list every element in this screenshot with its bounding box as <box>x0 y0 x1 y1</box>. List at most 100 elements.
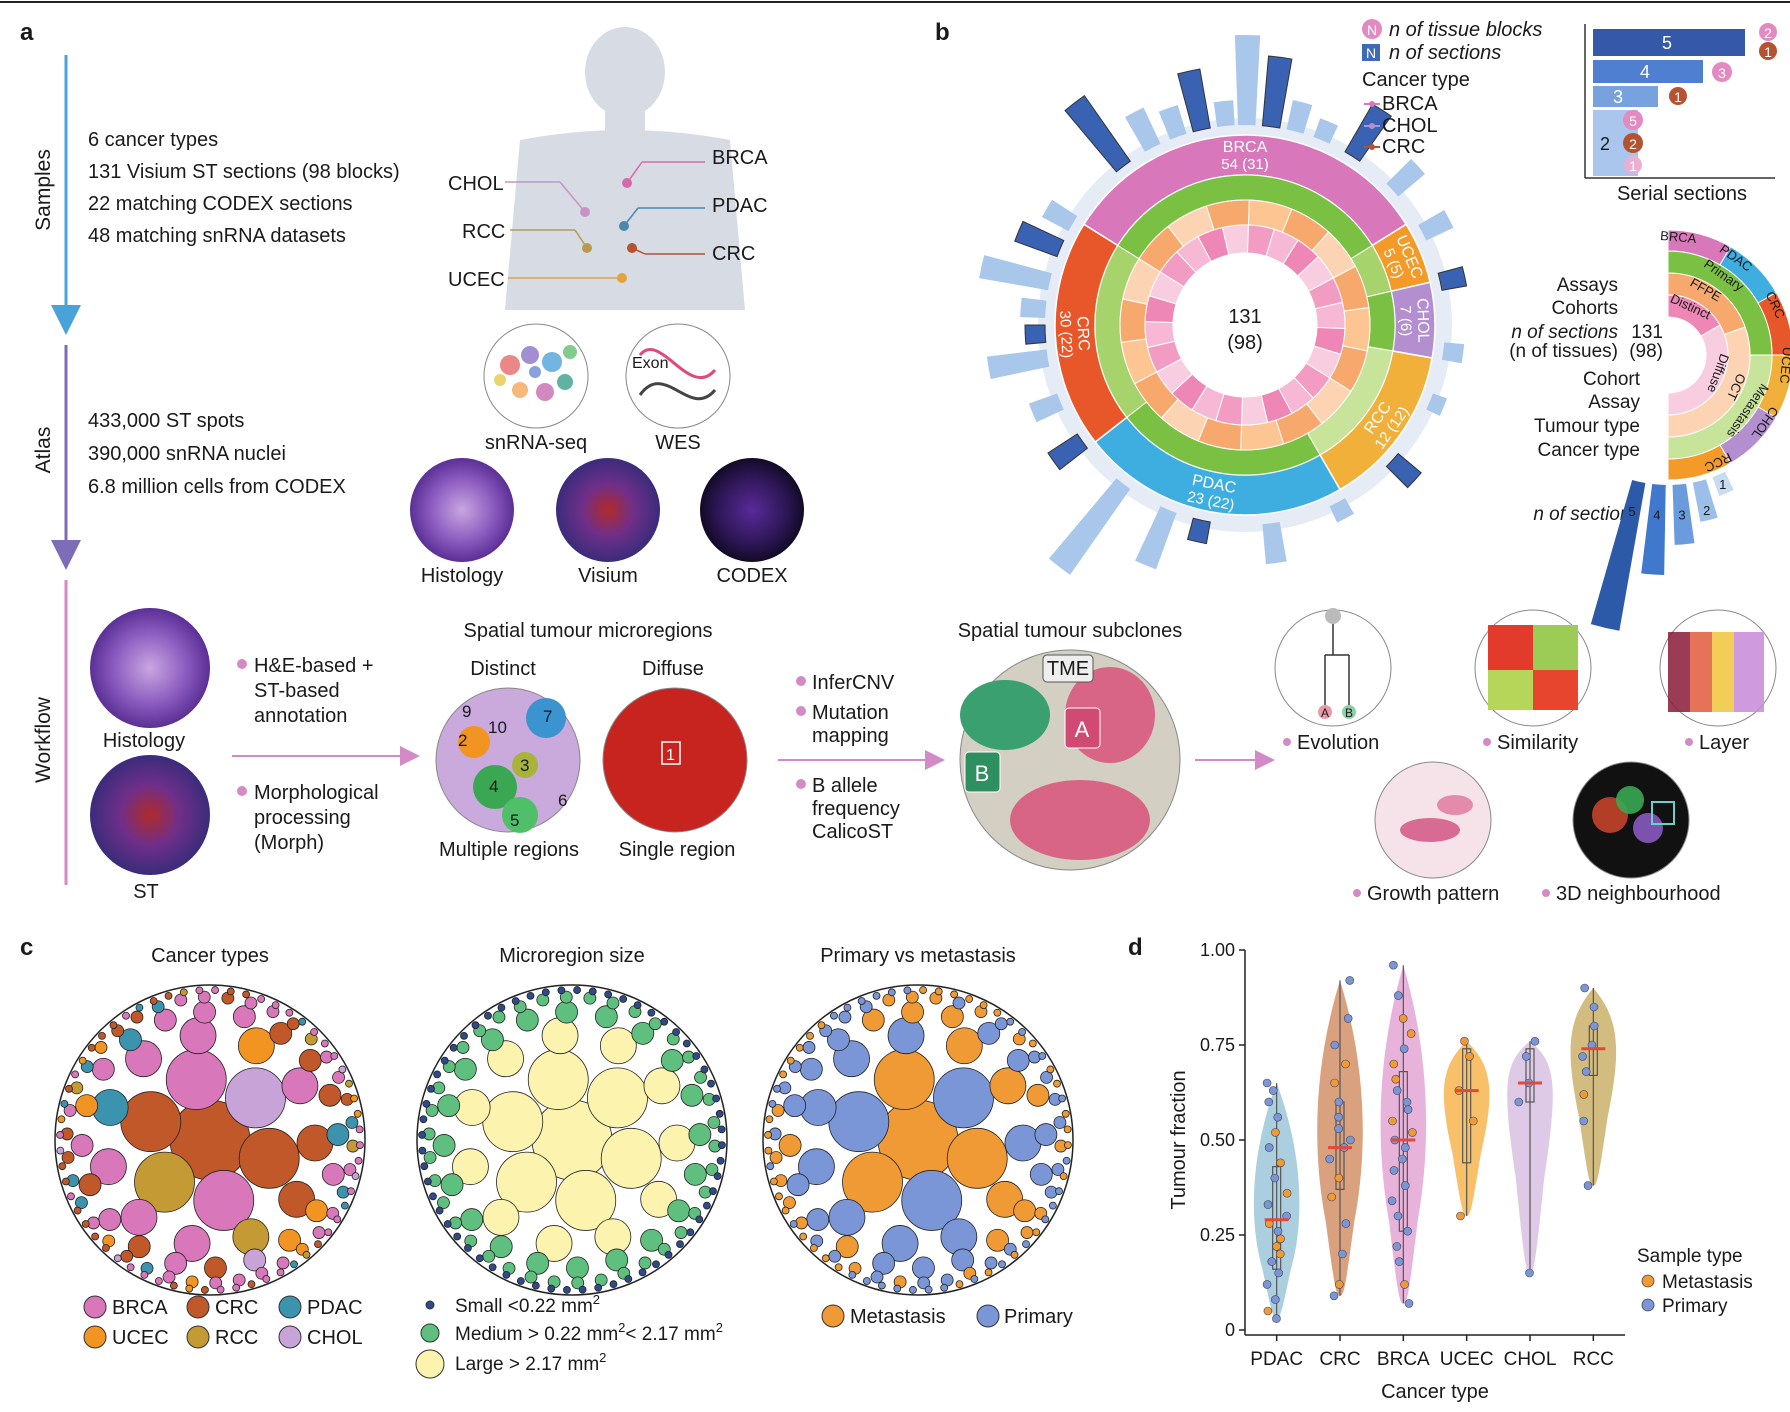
legend-cancer-type: Cancer type <box>1362 69 1470 91</box>
pack-circle <box>460 1032 468 1040</box>
sunburst-section-bar <box>1213 100 1235 127</box>
pack-circle <box>1022 1240 1030 1248</box>
violin-point <box>1273 1226 1283 1236</box>
pack-circle <box>970 1275 979 1283</box>
pack-circle <box>828 1091 890 1153</box>
key-ring-label: UCEC <box>1777 346 1790 384</box>
pack-circle <box>912 1256 935 1280</box>
legend-size-small: Small <0.22 mm2 <box>455 1292 600 1317</box>
pack-title-1: Cancer types <box>151 945 269 967</box>
legend-cancer-chol: CHOL <box>307 1327 363 1349</box>
pack-circle <box>527 1049 589 1110</box>
pack-circle <box>952 996 966 1010</box>
pack-circle <box>162 1270 176 1284</box>
pack-circle <box>471 1021 480 1030</box>
pack-circle <box>828 1249 842 1263</box>
violin-point <box>1275 1249 1285 1259</box>
serial-circle-6: 2 <box>1629 136 1637 152</box>
diffuse-label: Diffuse <box>642 658 704 680</box>
pack-circle <box>778 1134 802 1157</box>
tree-leaf-b: B <box>1345 706 1353 720</box>
legend-size-medium: Medium > 0.22 mm2< 2.17 mm2 <box>455 1320 723 1345</box>
pack-circle <box>901 1000 924 1024</box>
sunburst-section-bar <box>1125 107 1161 152</box>
pack-circle <box>857 997 866 1005</box>
segment-label-name: BRCA <box>1223 139 1268 156</box>
pack-circle <box>830 1011 838 1020</box>
violin-point <box>1395 1257 1404 1266</box>
pack-circle <box>278 1228 301 1252</box>
pack-circle <box>779 1070 788 1079</box>
key-assays: Assays <box>1557 275 1618 296</box>
serial-bar-2-label: 2 <box>1600 134 1610 154</box>
pack-circle <box>350 1094 359 1103</box>
pack-circle <box>126 1263 135 1272</box>
pack-circle <box>764 1131 772 1139</box>
pack-circle <box>647 1008 656 1017</box>
x-tick-label: CRC <box>1319 1349 1360 1370</box>
pack-circle <box>555 1000 578 1024</box>
pack-circle <box>179 1017 217 1055</box>
pack-circle <box>1041 1215 1050 1224</box>
violin-point <box>1406 1029 1416 1038</box>
pack-circle <box>631 1021 655 1045</box>
violin-point <box>1460 1036 1469 1046</box>
pack-circle <box>893 1284 902 1293</box>
pack-circle <box>877 1281 886 1290</box>
pack-circle <box>209 1276 223 1290</box>
serial-sections-chart: 5 4 3 2 2 1 3 1 5 2 1 Serial sections <box>1584 23 1777 205</box>
pack-circle <box>432 1134 456 1157</box>
pack-circle <box>799 1057 823 1081</box>
segment-label-name: CHOL <box>1413 298 1431 343</box>
violin-point <box>1399 1044 1409 1054</box>
pack-circle <box>197 990 211 1004</box>
single-region-number: 1 <box>666 747 675 764</box>
pack-circle <box>781 1206 790 1215</box>
pack-circle <box>686 1228 695 1237</box>
violin-point <box>1272 1242 1281 1251</box>
panel-letter-c: c <box>20 934 33 961</box>
sunburst-section-bar <box>1386 158 1426 197</box>
violin-point <box>1389 1059 1399 1069</box>
legend-sections-symbol: N <box>1366 45 1376 61</box>
pack-circle <box>945 1027 983 1065</box>
violin-point <box>1272 1314 1281 1323</box>
pack-circle <box>1013 1199 1037 1223</box>
pack-circle <box>848 1270 857 1279</box>
pack-circle <box>113 1254 122 1263</box>
pack-circle <box>766 1162 775 1171</box>
pack-circle <box>993 1008 1002 1017</box>
key-section-bar-label: 4 <box>1653 508 1660 523</box>
y-tick-label: 0 <box>1225 1320 1235 1340</box>
violin-point <box>1408 1128 1417 1137</box>
sunburst-section-bar <box>1329 498 1354 523</box>
pack-circle <box>672 1028 680 1036</box>
region-num-9: 9 <box>462 702 471 721</box>
pack-circle <box>475 1254 484 1263</box>
key-section-bar <box>1672 483 1695 545</box>
pack-circle <box>276 1256 290 1270</box>
sunburst-section-bar <box>1047 433 1089 471</box>
pack-circle <box>452 1148 489 1186</box>
region-num-7: 7 <box>543 707 552 726</box>
stage-workflow: Workflow <box>32 696 55 783</box>
pack-circle <box>73 1206 82 1215</box>
pack-circle <box>712 1094 721 1103</box>
pack-circle <box>526 991 535 1000</box>
pack-circle <box>773 1084 781 1093</box>
pack-circle <box>164 991 173 1000</box>
key-section-bar-label: 5 <box>1628 504 1635 519</box>
pack-circle <box>61 1177 70 1186</box>
pack-circle <box>775 1192 783 1201</box>
pack-circle <box>587 1067 648 1129</box>
growth-pattern-label: Growth pattern <box>1367 883 1499 905</box>
pack-circle <box>515 1008 539 1032</box>
violin-point <box>1343 1014 1353 1023</box>
pack-circle <box>298 1049 322 1072</box>
violin-point <box>1263 1306 1273 1316</box>
legend-cancer-ucec: UCEC <box>112 1327 169 1349</box>
pack-circle <box>664 1250 673 1259</box>
organ-brca: BRCA <box>712 147 768 169</box>
pack-circle <box>90 1148 127 1186</box>
